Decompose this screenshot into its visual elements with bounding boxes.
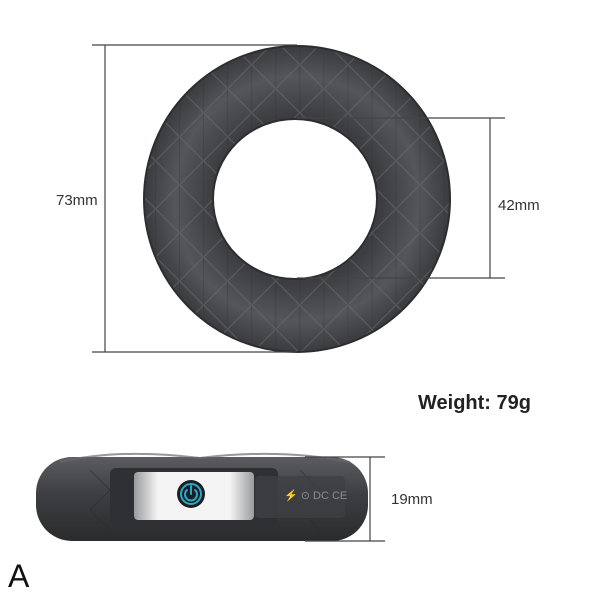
inner-diameter-label: 42mm bbox=[498, 197, 540, 214]
ring-top-view bbox=[140, 40, 460, 360]
inner-diameter-dimension-lines bbox=[297, 117, 505, 279]
height-dimension-lines bbox=[305, 456, 385, 542]
device-markings: ⚡ ⊙ DC CE bbox=[284, 489, 347, 502]
power-icon bbox=[184, 485, 198, 502]
height-label: 19mm bbox=[391, 491, 433, 508]
outer-diameter-label: 73mm bbox=[56, 192, 98, 209]
outer-diameter-dimension-lines bbox=[92, 44, 297, 353]
weight-text: Weight: 79g bbox=[418, 392, 531, 414]
variant-label: A bbox=[8, 558, 30, 594]
